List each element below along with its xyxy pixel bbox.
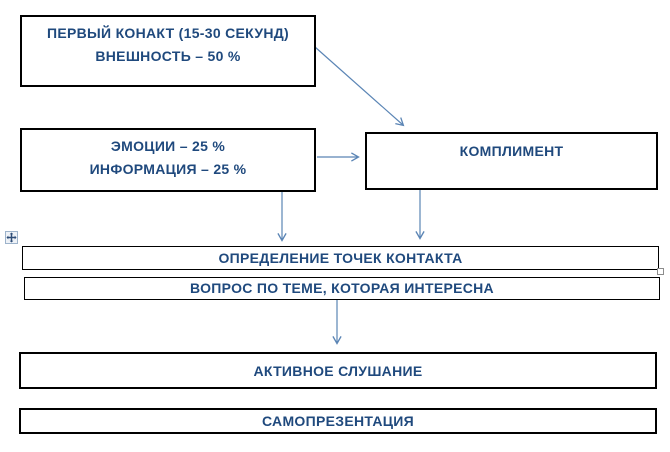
table-move-handle[interactable] — [5, 231, 18, 244]
node-first-contact-line2: ВНЕШНОСТЬ – 50 % — [95, 48, 241, 64]
node-first-contact[interactable]: ПЕРВЫЙ КОНАКТ (15-30 СЕКУНД) ВНЕШНОСТЬ –… — [20, 15, 316, 87]
node-compliment[interactable]: КОМПЛИМЕНТ — [365, 132, 658, 190]
node-self-presentation[interactable]: САМОПРЕЗЕНТАЦИЯ — [19, 408, 657, 434]
node-active-listening-label: АКТИВНОЕ СЛУШАНИЕ — [253, 362, 423, 379]
node-contact-points[interactable]: ОПРЕДЕЛЕНИЕ ТОЧЕК КОНТАКТА — [22, 246, 659, 270]
node-emotions-line2: ИНФОРМАЦИЯ – 25 % — [89, 161, 247, 177]
node-self-presentation-label: САМОПРЕЗЕНТАЦИЯ — [261, 413, 414, 429]
move-cross-icon — [6, 232, 17, 243]
table-resize-handle[interactable] — [657, 268, 664, 275]
node-interesting-question-label: ВОПРОС ПО ТЕМЕ, КОТОРАЯ ИНТЕРЕСНА — [190, 280, 494, 296]
node-contact-points-label: ОПРЕДЕЛЕНИЕ ТОЧЕК КОНТАКТА — [218, 250, 463, 266]
node-active-listening[interactable]: АКТИВНОЕ СЛУШАНИЕ — [19, 352, 657, 389]
node-emotions-line1: ЭМОЦИИ – 25 % — [110, 138, 226, 154]
node-compliment-label: КОМПЛИМЕНТ — [459, 143, 564, 159]
node-interesting-question[interactable]: ВОПРОС ПО ТЕМЕ, КОТОРАЯ ИНТЕРЕСНА — [24, 277, 660, 300]
node-first-contact-line1: ПЕРВЫЙ КОНАКТ (15-30 СЕКУНД) — [46, 25, 290, 41]
node-emotions-information[interactable]: ЭМОЦИИ – 25 % ИНФОРМАЦИЯ – 25 % — [20, 128, 316, 192]
arrow-first-contact-to-compliment[interactable] — [314, 46, 405, 127]
